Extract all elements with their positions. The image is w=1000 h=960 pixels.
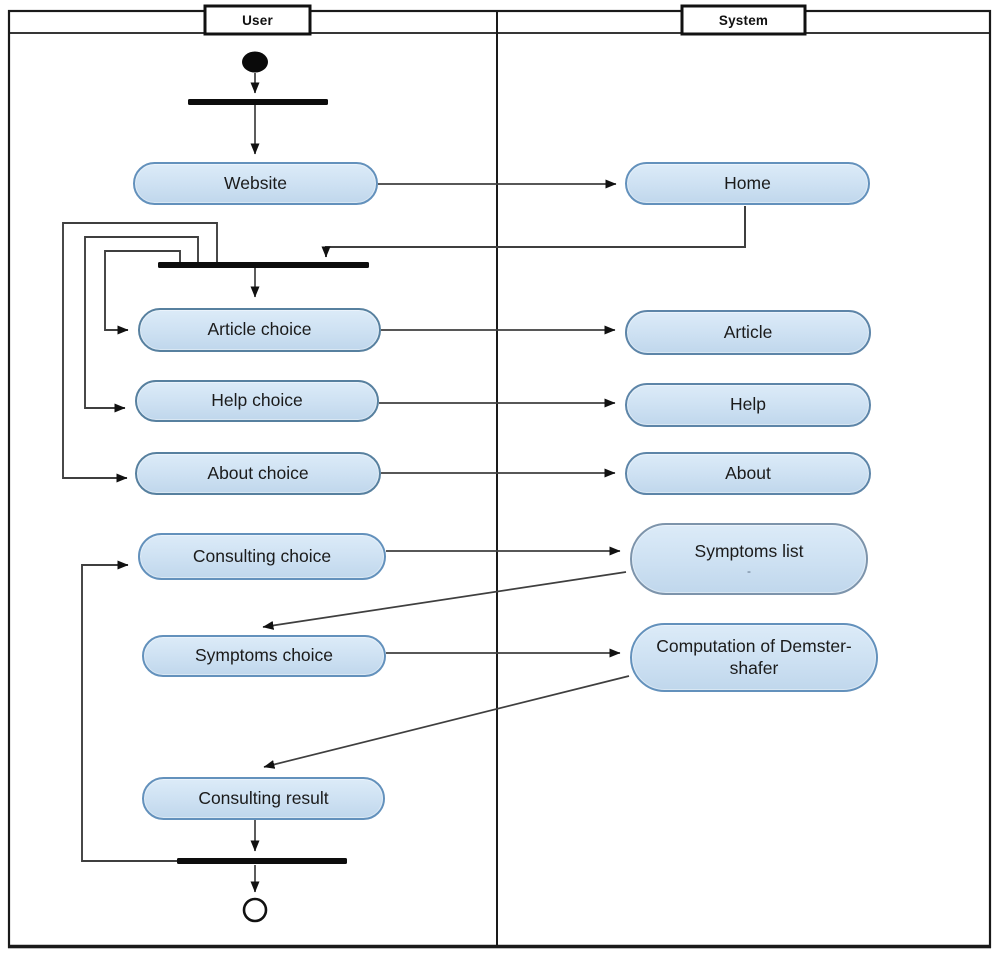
edge-loop-help-choice xyxy=(84,236,199,413)
activity-consulting-result: Consulting result xyxy=(142,777,385,820)
activity-about: About xyxy=(625,452,871,495)
fork-bar-top xyxy=(188,99,328,105)
activity-article: Article xyxy=(625,310,871,355)
activity-about-choice-label: About choice xyxy=(207,462,309,483)
swimlane-frame xyxy=(7,4,992,949)
activity-article-choice: Article choice xyxy=(138,308,381,352)
activity-help-choice: Help choice xyxy=(135,380,379,422)
lane-header-user: User xyxy=(205,8,310,32)
activity-about-label: About xyxy=(725,462,771,483)
edge-computation-to-consulting-result xyxy=(263,675,630,769)
activity-article-label: Article xyxy=(723,321,773,342)
initial-node xyxy=(242,51,268,73)
activity-symptoms-list: Symptoms list - xyxy=(630,523,868,595)
activity-consulting-result-label: Consulting result xyxy=(198,787,329,808)
fork-bar-middle xyxy=(158,262,369,268)
activity-home: Home xyxy=(625,162,870,205)
user-lane-tab xyxy=(203,4,312,36)
activity-symptoms-list-label: Symptoms list xyxy=(694,540,804,561)
diagram-edges xyxy=(62,73,746,893)
activity-home-label: Home xyxy=(724,172,771,193)
edge-loop-consulting-choice xyxy=(81,560,177,862)
activity-computation: Computation of Demster-shafer xyxy=(630,623,878,692)
lane-header-system: System xyxy=(682,8,805,32)
lane-header-user-label: User xyxy=(242,12,273,28)
activity-consulting-choice: Consulting choice xyxy=(138,533,386,580)
activity-help-choice-label: Help choice xyxy=(211,390,303,411)
activity-help: Help xyxy=(625,383,871,427)
activity-consulting-choice-label: Consulting choice xyxy=(192,545,332,566)
activity-symptoms-choice: Symptoms choice xyxy=(142,635,386,677)
lane-header-system-label: System xyxy=(718,12,769,28)
activity-article-choice-label: Article choice xyxy=(207,319,312,340)
final-node xyxy=(242,897,268,923)
edge-symptoms-list-to-symptoms-choice xyxy=(262,571,627,630)
activity-about-choice: About choice xyxy=(135,452,381,495)
join-bar-bottom xyxy=(177,858,347,864)
activity-website-label: Website xyxy=(224,172,287,193)
edge-loop-about-choice xyxy=(62,222,218,483)
activity-symptoms-list-subdash: - xyxy=(747,564,751,579)
edge-loop-article-choice xyxy=(104,250,181,335)
activity-computation-label: Computation of Demster-shafer xyxy=(656,636,852,678)
activity-symptoms-choice-label: Symptoms choice xyxy=(194,645,334,666)
edge-home-to-fork2 xyxy=(321,206,746,258)
activity-website: Website xyxy=(133,162,378,205)
system-lane-tab xyxy=(680,4,807,36)
activity-help-label: Help xyxy=(730,394,766,415)
